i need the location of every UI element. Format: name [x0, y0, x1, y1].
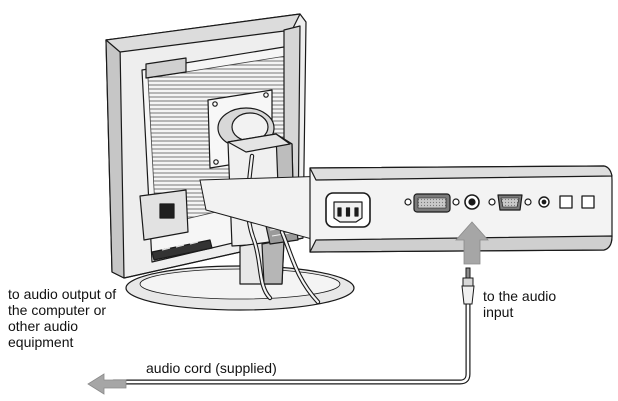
usb-port [581, 195, 595, 209]
hd15-port [488, 194, 532, 211]
arrow-icon [455, 221, 489, 265]
connector-panel [309, 165, 613, 253]
power-switch [159, 203, 175, 219]
audio-jack-icon [464, 194, 480, 210]
dvi-port [404, 193, 460, 213]
label-audio-cord: audio cord (supplied) [146, 360, 277, 376]
usb-port [559, 195, 573, 209]
audio-cord [111, 299, 471, 385]
label-audio-input: to the audio input [483, 288, 557, 320]
audio-plug [461, 267, 475, 305]
arrow-icon [87, 373, 127, 395]
ac-power-socket-icon [325, 192, 371, 228]
label-audio-output: to audio output of the computer or other… [8, 286, 117, 350]
